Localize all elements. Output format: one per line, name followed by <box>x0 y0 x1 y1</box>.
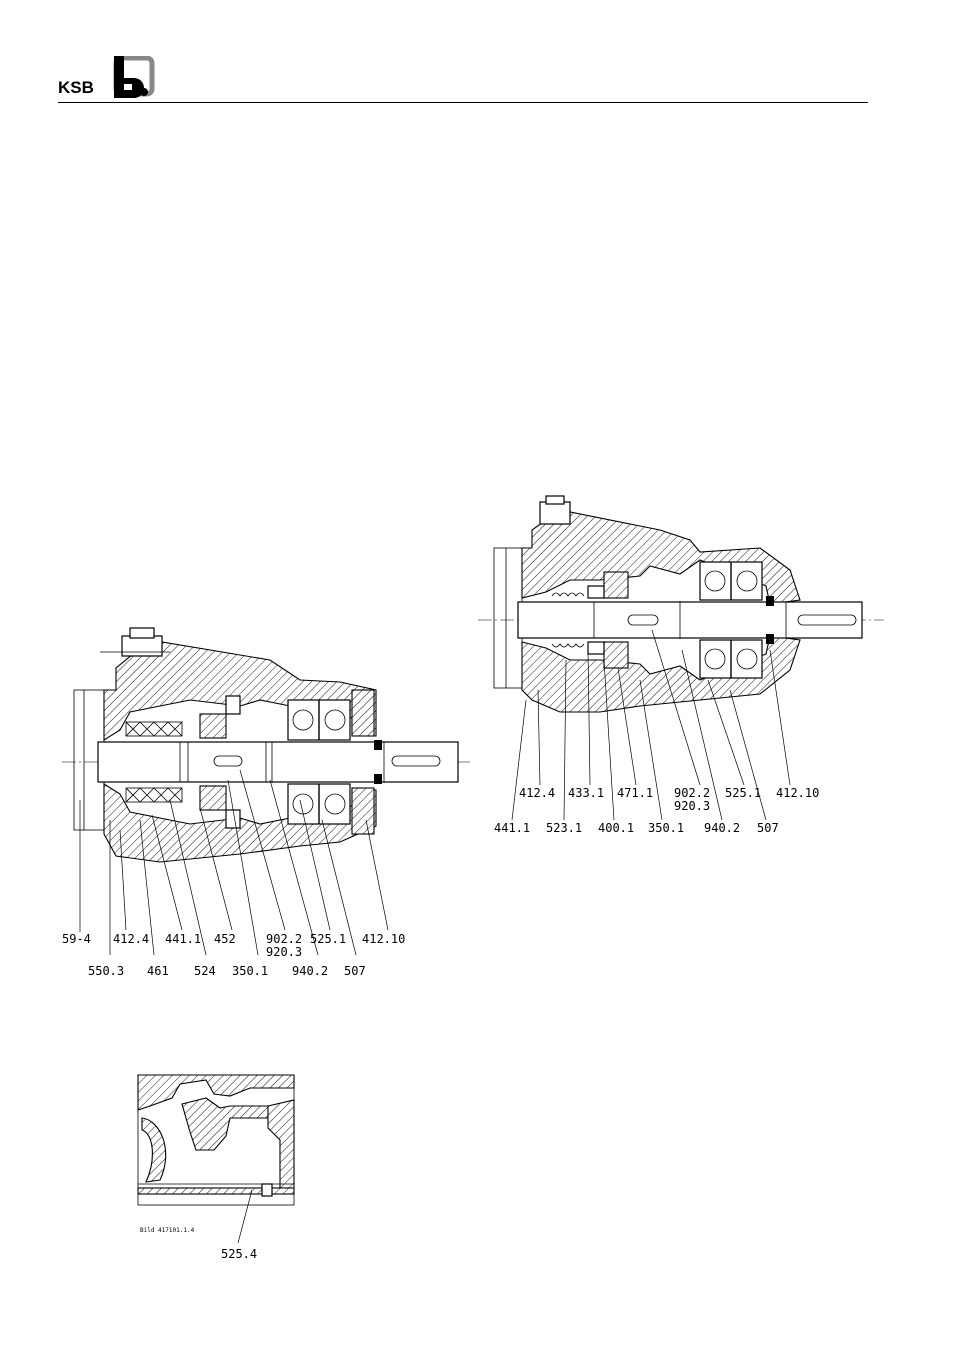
left-label-550-3: 550.3 <box>88 964 124 978</box>
left-label-525-1: 525.1 <box>310 932 346 946</box>
right-label-412-4: 412.4 <box>519 786 555 800</box>
right-label-920-3: 920.3 <box>674 799 710 813</box>
left-label-441-1: 441.1 <box>165 932 201 946</box>
left-label-940-2: 940.2 <box>292 964 328 978</box>
left-label-524: 524 <box>194 964 216 978</box>
left-label-412-4: 412.4 <box>113 932 149 946</box>
left-label-461: 461 <box>147 964 169 978</box>
left-label-350-1: 350.1 <box>232 964 268 978</box>
right-label-902-2: 902.2 <box>674 786 710 800</box>
left-label-452: 452 <box>214 932 236 946</box>
right-label-940-2: 940.2 <box>704 821 740 835</box>
right-label-350-1: 350.1 <box>648 821 684 835</box>
right-label-471-1: 471.1 <box>617 786 653 800</box>
right-assembly-drawing <box>478 496 884 820</box>
left-assembly-drawing <box>62 628 470 955</box>
right-label-441-1: 441.1 <box>494 821 530 835</box>
right-label-525-1: 525.1 <box>725 786 761 800</box>
right-label-412-10: 412.10 <box>776 786 819 800</box>
detail-label-525-4: 525.4 <box>221 1247 257 1261</box>
left-label-412-10: 412.10 <box>362 932 405 946</box>
left-label-902-2: 902.2 <box>266 932 302 946</box>
right-label-400-1: 400.1 <box>598 821 634 835</box>
left-label-507: 507 <box>344 964 366 978</box>
detail-view <box>138 1075 294 1243</box>
left-label-920-3: 920.3 <box>266 945 302 959</box>
right-label-433-1: 433.1 <box>568 786 604 800</box>
detail-caption: Bild 417101.1.4 <box>140 1227 195 1234</box>
right-label-507: 507 <box>757 821 779 835</box>
left-label-59-4: 59-4 <box>62 932 91 946</box>
right-label-523-1: 523.1 <box>546 821 582 835</box>
